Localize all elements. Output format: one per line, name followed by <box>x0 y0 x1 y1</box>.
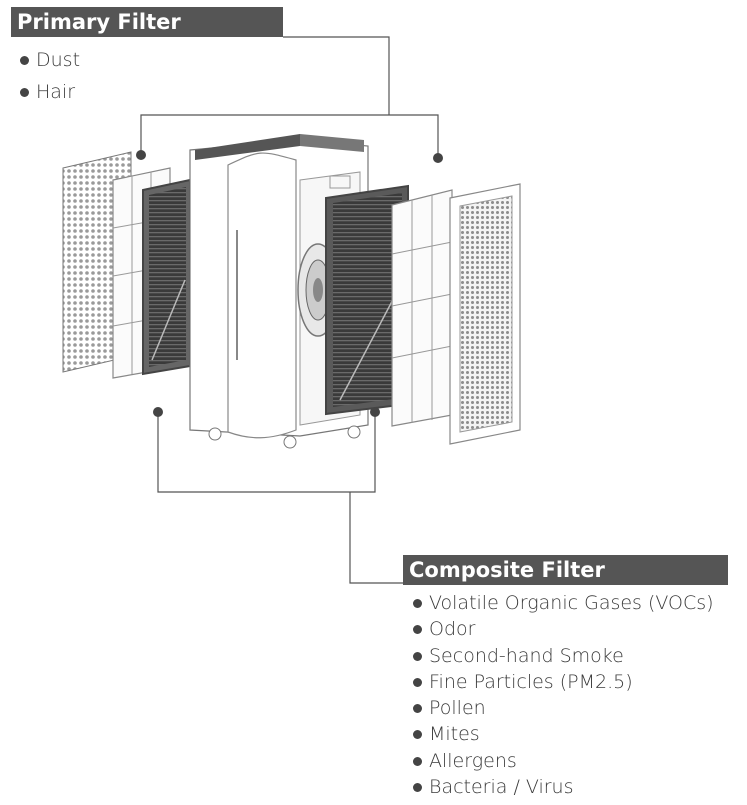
list-item: Pollen <box>411 695 714 721</box>
list-item: Allergens <box>411 748 714 774</box>
composite-filter-title: Composite Filter <box>403 555 728 585</box>
composite-filter-list: Volatile Organic Gases (VOCs) Odor Secon… <box>411 590 714 800</box>
list-item: Hair <box>18 78 80 110</box>
connector-lines <box>140 36 439 584</box>
composite-connector-line <box>349 492 403 584</box>
composite-left-marker <box>153 407 163 417</box>
right-filter-frame <box>391 189 453 427</box>
list-item: Bacteria / Virus <box>411 774 714 800</box>
primary-filter-list: Dust Hair <box>18 46 80 110</box>
composite-right-marker <box>370 407 380 417</box>
right-pre-filter-mesh <box>449 183 521 445</box>
primary-connector-line <box>283 36 390 115</box>
primary-filter-title: Primary Filter <box>11 7 283 37</box>
list-item: Volatile Organic Gases (VOCs) <box>411 590 714 616</box>
primary-right-marker <box>433 153 443 163</box>
list-item: Mites <box>411 721 714 747</box>
composite-bracket-line <box>157 412 376 493</box>
list-item: Odor <box>411 616 714 642</box>
list-item: Second-hand Smoke <box>411 643 714 669</box>
left-hepa-filter <box>142 178 191 376</box>
primary-left-marker <box>136 150 146 160</box>
list-item: Fine Particles (PM2.5) <box>411 669 714 695</box>
primary-bracket-line <box>140 114 439 158</box>
list-item: Dust <box>18 46 80 78</box>
right-hepa-filter <box>325 184 409 416</box>
